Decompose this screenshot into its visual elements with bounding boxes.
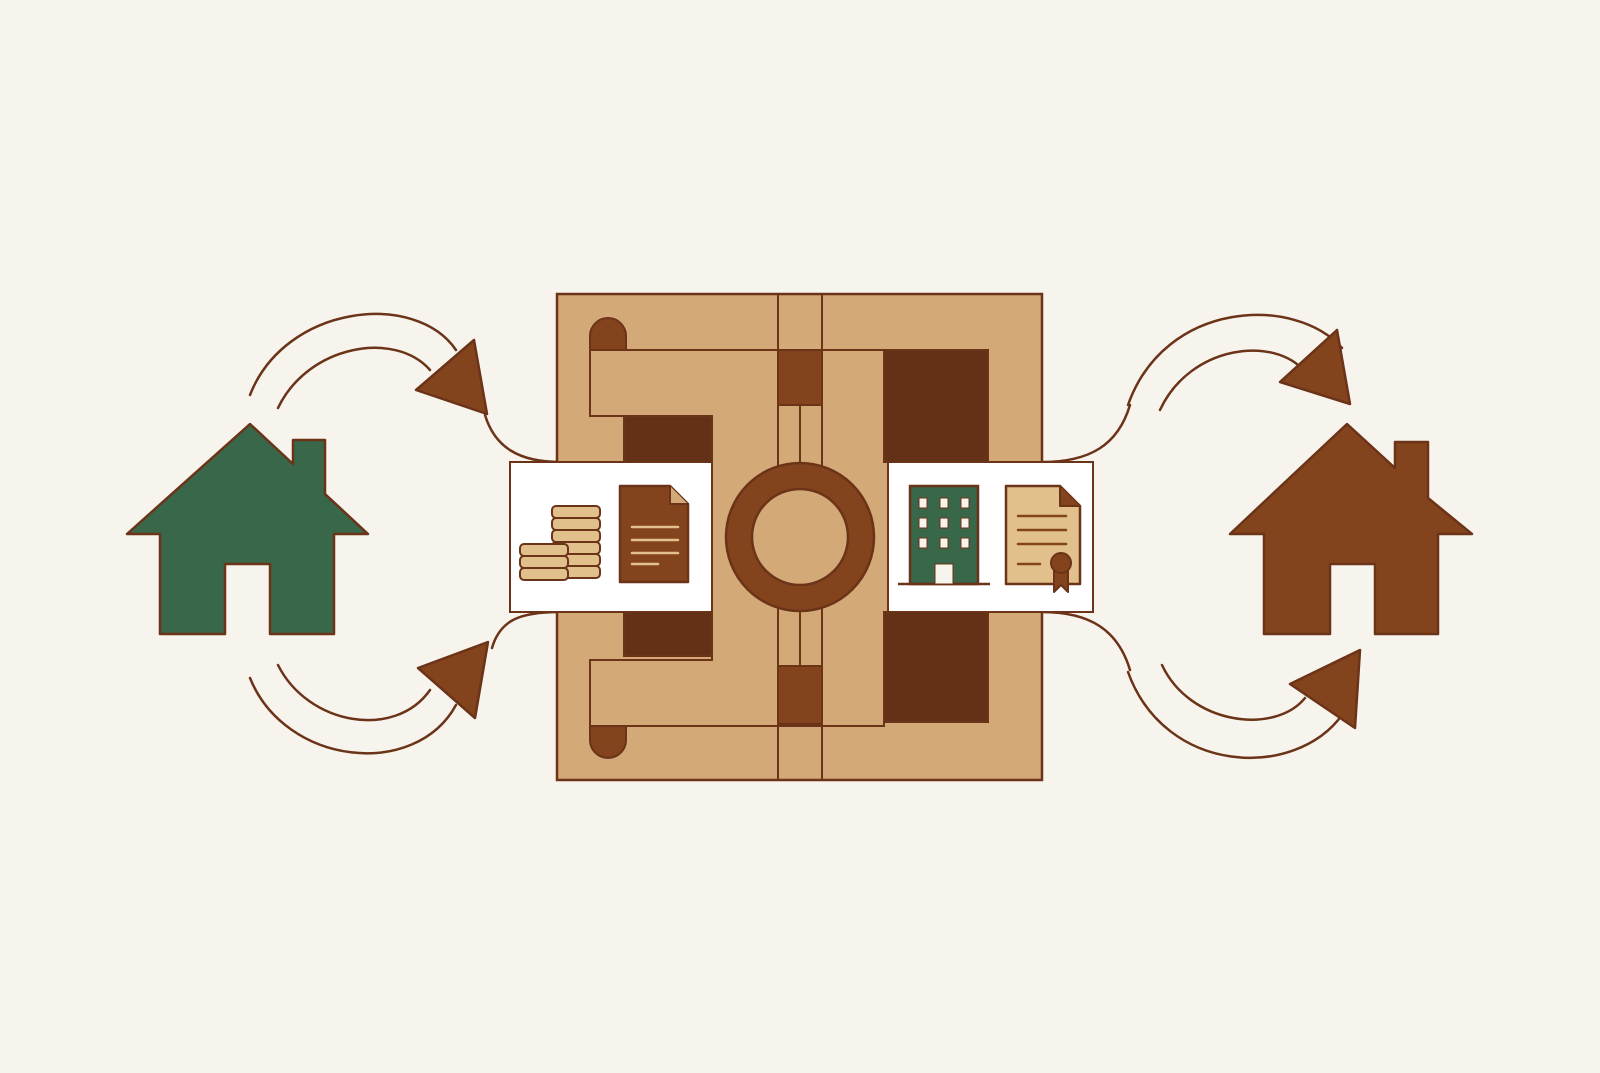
right-bottom-inner-arc <box>1160 663 1307 721</box>
left-bottom-outer-arc <box>248 676 458 755</box>
arrowhead-right-bottom <box>1288 648 1362 730</box>
arrowhead-left-bottom <box>416 640 490 720</box>
left-bottom-inner-arc <box>276 663 432 722</box>
left-top-inner-arc <box>276 346 432 410</box>
left-top-outer-arc <box>248 312 458 397</box>
right-top-connector <box>1040 403 1132 464</box>
left-top-connector <box>483 413 562 464</box>
bottom-terminal-pin <box>589 725 627 759</box>
right-top-inner-arc <box>1158 349 1307 412</box>
left-house-icon <box>125 422 370 636</box>
coin-stack-icon <box>519 505 601 581</box>
right-top-outer-arc <box>1126 313 1344 407</box>
bottom-connector-square <box>777 665 823 725</box>
top-connector-square <box>777 349 823 406</box>
arrowhead-left-top <box>414 338 489 416</box>
hub-ring-icon <box>724 461 876 613</box>
board-terminal-pins <box>589 317 627 759</box>
certificate-icon <box>1004 484 1082 593</box>
office-building-icon <box>898 484 990 586</box>
board-connector-squares <box>777 349 823 725</box>
flow-arrowheads <box>414 328 1362 730</box>
arrowhead-right-top <box>1278 328 1352 406</box>
document-icon <box>618 484 690 584</box>
right-bottom-outer-arc <box>1126 670 1344 759</box>
left-bottom-connector <box>490 610 562 650</box>
top-terminal-pin <box>589 317 627 351</box>
right-house-icon <box>1228 422 1474 636</box>
board-dark-blocks <box>623 349 989 723</box>
right-bottom-connector <box>1040 610 1132 672</box>
